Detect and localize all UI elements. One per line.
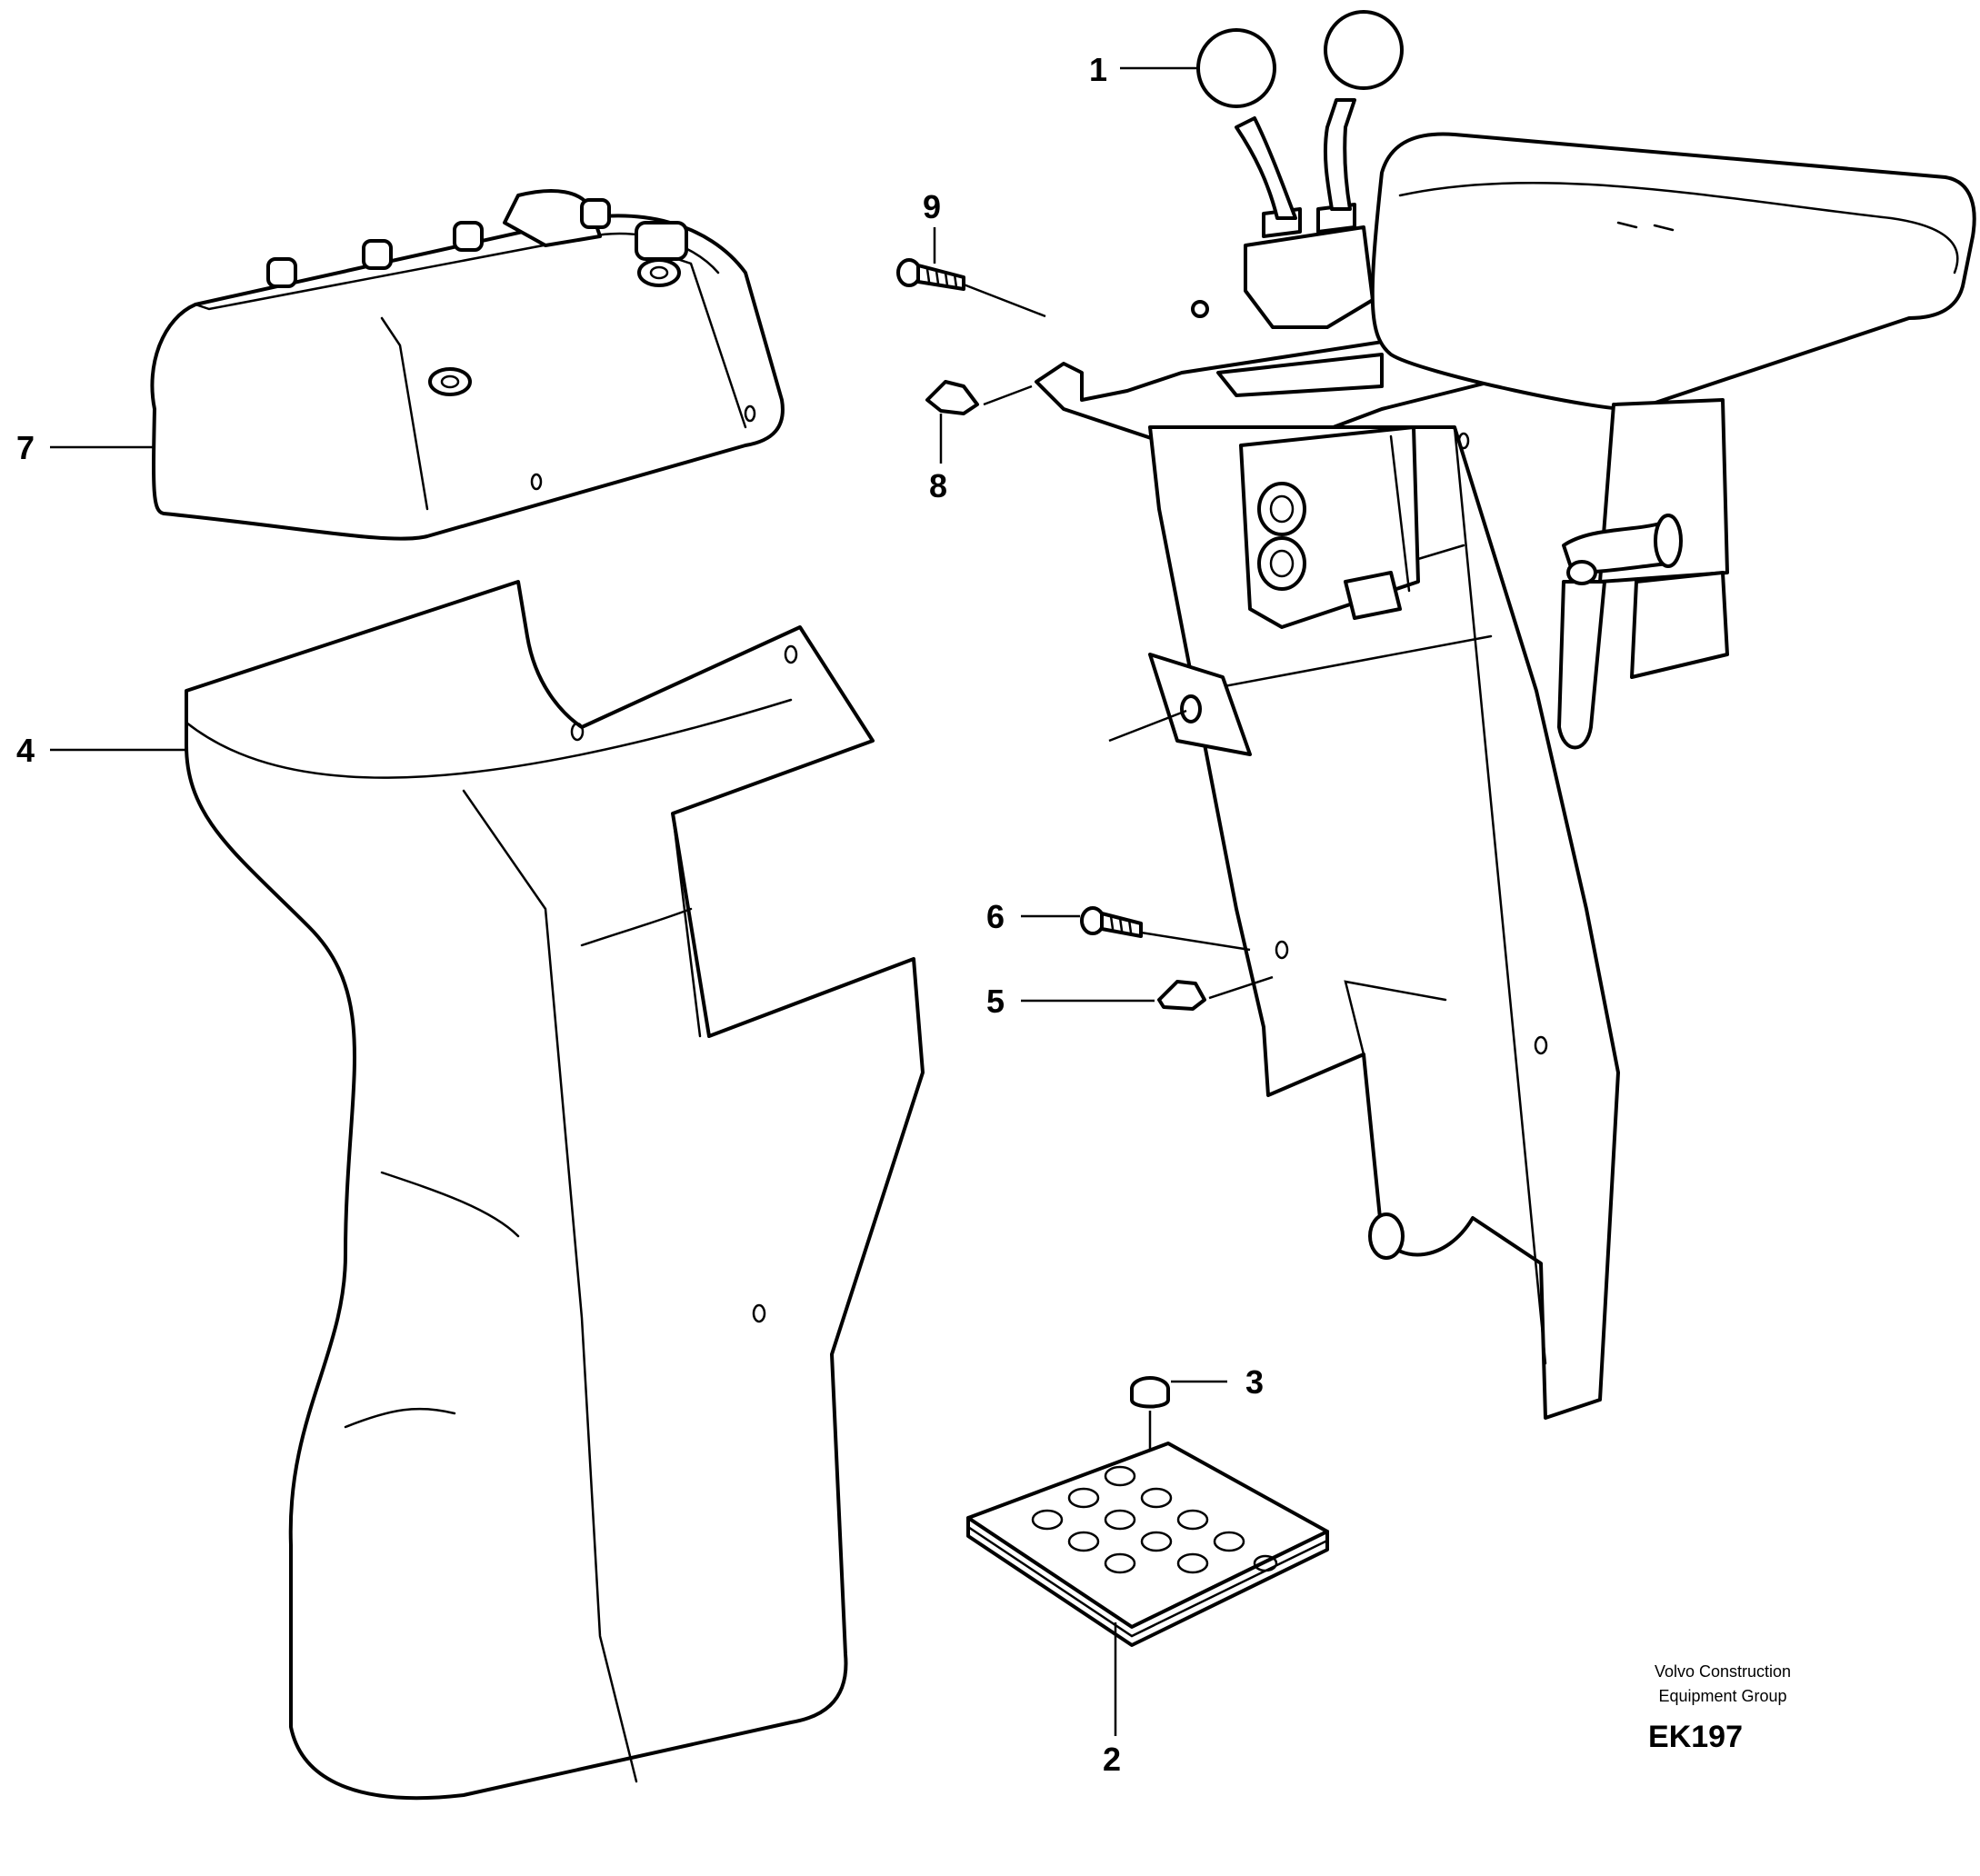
callout-9: 9 <box>923 188 941 225</box>
grommet-and-seal-plate <box>966 1376 1329 1647</box>
credit-line-2: Equipment Group <box>1658 1687 1786 1705</box>
credit-block: Volvo Construction Equipment Group EK197 <box>1648 1662 1791 1754</box>
callout-4: 4 <box>16 732 35 769</box>
callout-leaders <box>50 66 1227 1736</box>
drawing-code: EK197 <box>1648 1720 1743 1754</box>
callout-labels: 1 2 3 4 5 6 7 8 9 <box>16 51 1264 1778</box>
lower-fasteners <box>1080 906 1274 1011</box>
upper-fasteners <box>896 258 1046 415</box>
callout-2: 2 <box>1103 1741 1121 1778</box>
callout-6: 6 <box>986 898 1005 935</box>
callout-5: 5 <box>986 983 1005 1020</box>
callout-1: 1 <box>1089 51 1107 88</box>
callout-3: 3 <box>1245 1363 1264 1401</box>
top-cover <box>150 189 785 541</box>
console-housing <box>185 580 925 1801</box>
callout-8: 8 <box>929 467 947 504</box>
credit-line-1: Volvo Construction <box>1655 1662 1791 1681</box>
callout-7: 7 <box>16 429 35 466</box>
control-valve-assembly <box>1035 10 1976 1420</box>
